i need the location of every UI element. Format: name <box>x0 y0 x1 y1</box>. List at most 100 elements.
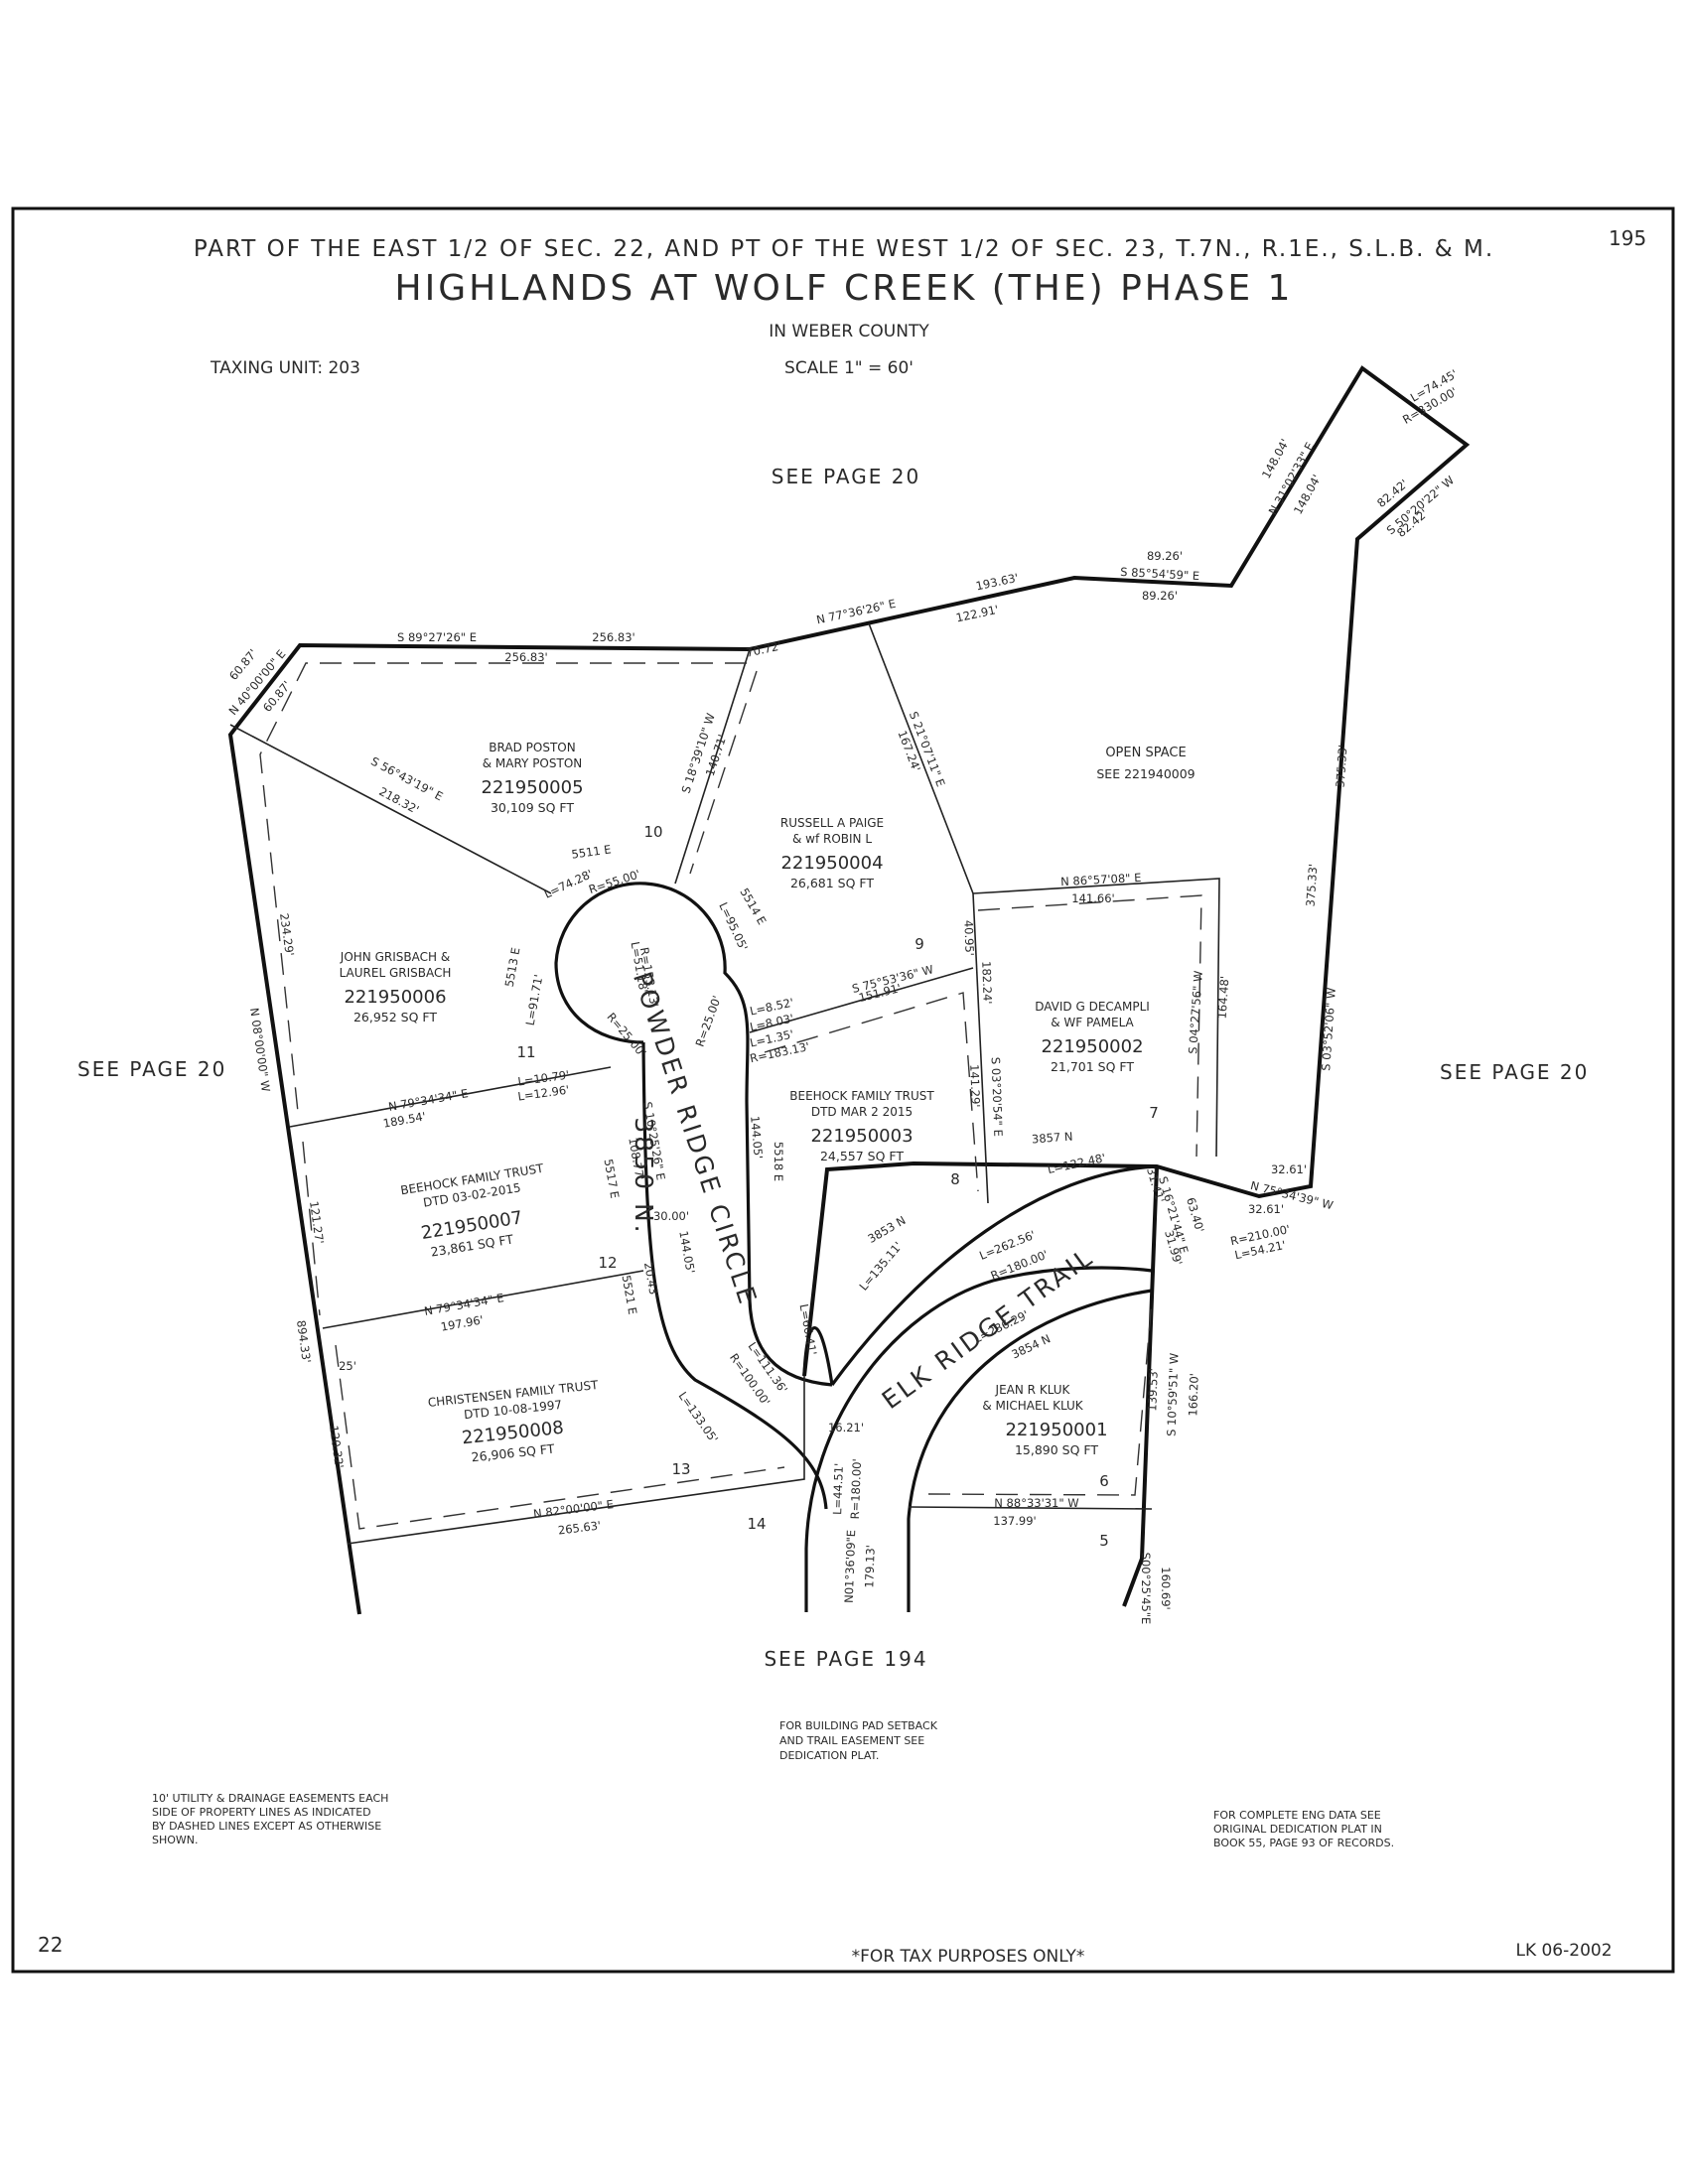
address-label: 5511 E <box>571 842 613 861</box>
lot-number: 5 <box>1099 1532 1109 1550</box>
parcel-221950002[interactable]: DAVID G DECAMPLI & WF PAMELA 221950002 2… <box>1035 1000 1159 1122</box>
dimension-label: 20.43' <box>641 1261 661 1298</box>
note-line: BY DASHED LINES EXCEPT AS OTHERWISE <box>152 1820 381 1833</box>
dimension-label: 16.21' <box>828 1421 864 1434</box>
dimension-label: S 03°20'54" E <box>989 1057 1006 1137</box>
plat-title: HIGHLANDS AT WOLF CREEK (THE) PHASE 1 <box>395 268 1294 309</box>
dimension-label: 265.63' <box>557 1518 602 1537</box>
tax-purposes-note: *FOR TAX PURPOSES ONLY* <box>852 1947 1085 1967</box>
lot-line-9-10 <box>674 648 751 885</box>
parcel-221950004[interactable]: RUSSELL A PAIGE & wf ROBIN L 221950004 2… <box>780 816 924 953</box>
lot-line-10-11 <box>229 724 552 894</box>
dimension-label: L=133.05' <box>675 1389 721 1445</box>
dimension-label: 82.42' <box>1374 477 1411 510</box>
lot-number: 9 <box>914 935 924 953</box>
note-line: AND TRAIL EASEMENT SEE <box>779 1734 924 1747</box>
dimension-label: 137.99' <box>993 1514 1036 1528</box>
dimension-label: S00°25'45"E <box>1139 1553 1153 1625</box>
see-page-top: SEE PAGE 20 <box>772 465 920 488</box>
see-page-right: SEE PAGE 20 <box>1440 1060 1589 1084</box>
dimension-label: 234.29' <box>277 912 297 957</box>
parcel-id: 221950003 <box>810 1126 913 1147</box>
address-label: 5517 E <box>602 1158 623 1199</box>
dimension-label: L=66.41' <box>797 1302 820 1356</box>
dimension-label: 256.83' <box>592 630 634 644</box>
dimension-label: 256.83' <box>504 650 547 664</box>
lot-number: 10 <box>643 823 662 841</box>
parcel-area: 26,681 SQ FT <box>790 876 874 890</box>
setback-note: FOR BUILDING PAD SETBACK AND TRAIL EASEM… <box>779 1719 938 1762</box>
address-label: 3853 N <box>866 1213 909 1246</box>
parcel-221950005[interactable]: BRAD POSTON & MARY POSTON 221950005 30,1… <box>481 741 662 841</box>
easement-lot-8 <box>764 992 979 1192</box>
street-number-label: 3850 N. <box>630 1117 658 1235</box>
left-page-number: 22 <box>38 1933 63 1957</box>
address-label: 5518 E <box>772 1142 785 1181</box>
easement-lot-9 <box>689 670 758 875</box>
note-line: DEDICATION PLAT. <box>779 1749 879 1762</box>
parcel-area: 21,701 SQ FT <box>1051 1059 1134 1074</box>
parcel-owner: LAUREL GRISBACH <box>340 966 452 980</box>
open-space-label: OPEN SPACE <box>1105 746 1186 760</box>
address-label: 5513 E <box>502 946 523 988</box>
dimension-label: 141.29' <box>967 1064 983 1108</box>
parcel-221950007[interactable]: BEEHOCK FAMILY TRUST DTD 03-02-2015 2219… <box>399 1161 617 1272</box>
powder-ridge-east-edge <box>802 1326 834 1386</box>
dimension-label: 30.00' <box>653 1209 689 1223</box>
lot-number: 12 <box>598 1254 617 1272</box>
scale-label: SCALE 1" = 60' <box>784 358 914 378</box>
county-label: IN WEBER COUNTY <box>769 322 929 341</box>
note-line: FOR BUILDING PAD SETBACK <box>779 1719 938 1732</box>
note-line: SHOWN. <box>152 1834 199 1846</box>
legal-description: PART OF THE EAST 1/2 OF SEC. 22, AND PT … <box>194 236 1494 262</box>
dimension-label: R=180.00' <box>848 1458 864 1519</box>
dimension-label: 375.33' <box>1304 864 1321 907</box>
address-label: 5521 E <box>620 1274 640 1315</box>
see-page-bottom: SEE PAGE 194 <box>764 1647 927 1671</box>
lot-line-11-12 <box>289 1066 612 1128</box>
dimension-label: 121.27' <box>307 1200 327 1245</box>
taxing-unit-label: TAXING UNIT: 203 <box>210 358 360 378</box>
parcel-owner: & MICHAEL KLUK <box>982 1399 1083 1413</box>
dimension-label: N 79°34'34" E <box>423 1291 504 1318</box>
dimension-label: R=55.00' <box>587 867 641 896</box>
lot-line-5-6 <box>908 1506 1153 1510</box>
note-line: FOR COMPLETE ENG DATA SEE <box>1213 1809 1381 1822</box>
dimension-label: S 04°27'56" W <box>1186 970 1205 1054</box>
open-space-parcel[interactable]: OPEN SPACE SEE 221940009 <box>1096 746 1195 781</box>
lot-line-13-14 <box>347 1376 805 1545</box>
lot-line-9-open <box>868 622 974 894</box>
parcel-owner: & MARY POSTON <box>483 756 583 770</box>
address-label: 3854 N <box>1010 1331 1054 1361</box>
easement-note: 10' UTILITY & DRAINAGE EASEMENTS EACH SI… <box>152 1792 388 1846</box>
parcel-id: 221950002 <box>1041 1036 1143 1057</box>
dimension-label: 144.05' <box>748 1115 766 1159</box>
parcel-owner: JEAN R KLUK <box>995 1383 1071 1397</box>
parcel-owner: DTD MAR 2 2015 <box>811 1105 913 1119</box>
address-label: 5514 E <box>737 886 769 927</box>
elk-ridge-north-edge <box>830 1164 1158 1386</box>
dimension-label: 375.33' <box>1334 745 1350 788</box>
dimension-label: 40.95' <box>961 920 976 957</box>
dimension-label: N 08°00'00" W <box>247 1007 273 1093</box>
parcel-221950006[interactable]: JOHN GRISBACH & LAUREL GRISBACH 22195000… <box>340 950 536 1061</box>
dimension-label: 141.66' <box>1071 891 1114 905</box>
dimension-label: N01°36'09"E <box>842 1530 859 1603</box>
dimension-label: 160.69' <box>1159 1567 1173 1609</box>
dimension-label: 32.61' <box>1248 1202 1284 1216</box>
parcel-221950003[interactable]: BEEHOCK FAMILY TRUST DTD MAR 2 2015 2219… <box>789 1089 960 1188</box>
parcel-221950008[interactable]: CHRISTENSEN FAMILY TRUST DTD 10-08-1997 … <box>427 1378 690 1478</box>
dimension-label: N 79°34'34" E <box>387 1086 469 1114</box>
dimension-label: 166.20' <box>1186 1373 1201 1417</box>
dimension-label: 179.13' <box>862 1545 878 1588</box>
dimension-label: N 86°57'08" E <box>1060 871 1142 888</box>
dimension-label: 197.96' <box>440 1312 485 1333</box>
dimension-label: 63.40' <box>1184 1196 1206 1235</box>
page-number: 195 <box>1609 226 1646 250</box>
map-frame <box>11 206 1675 1974</box>
dimension-label: R=25.00' <box>692 994 724 1048</box>
elk-ridge-inner-edge <box>907 1289 1153 1612</box>
dimension-label: N 77°36'26" E <box>815 597 897 627</box>
parcel-id: 221950005 <box>481 777 583 798</box>
parcel-221950001[interactable]: JEAN R KLUK & MICHAEL KLUK 221950001 15,… <box>982 1383 1108 1490</box>
